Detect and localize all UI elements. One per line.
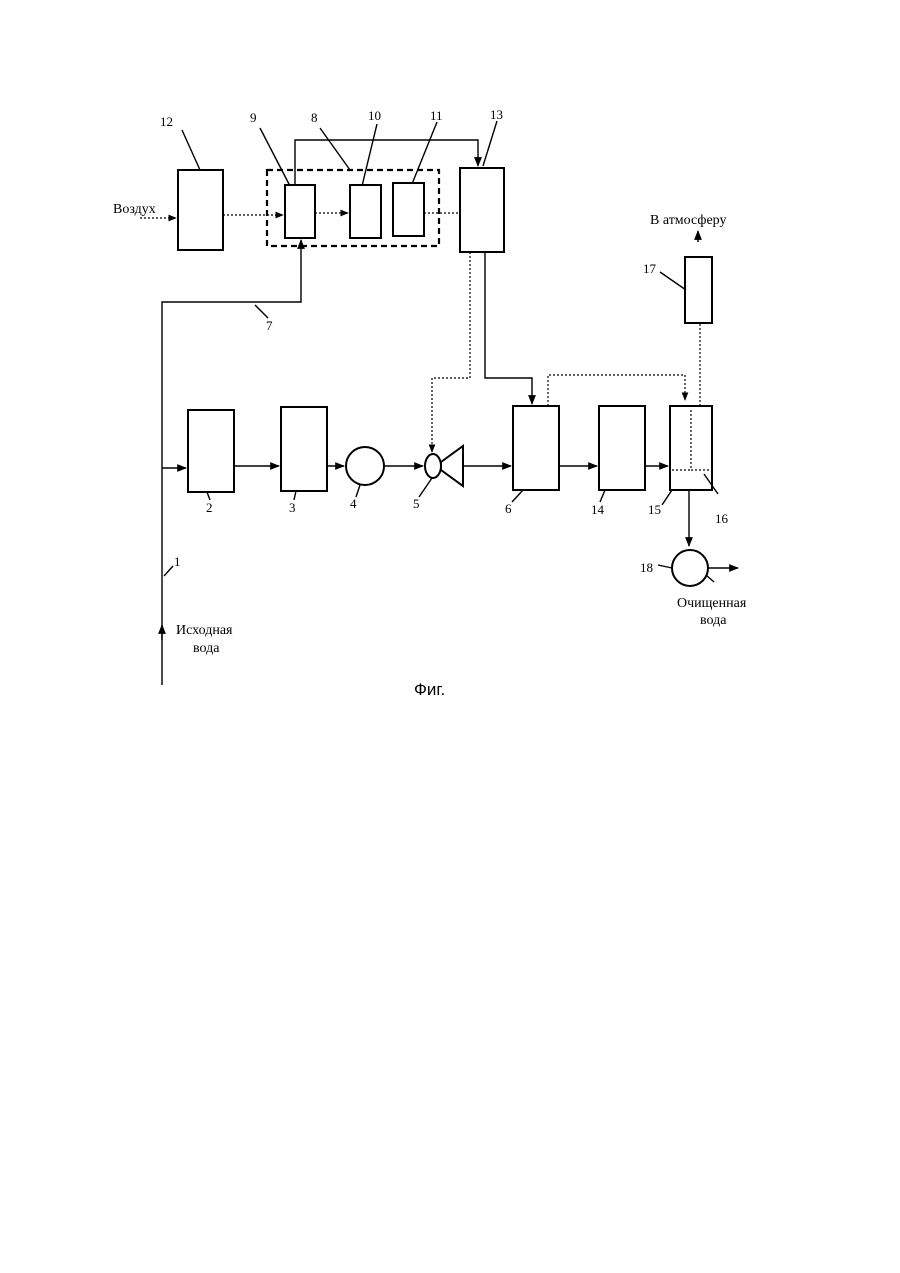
leader-15 (662, 490, 672, 505)
label-14: 14 (591, 502, 605, 517)
pump-18 (672, 550, 708, 586)
label-7: 7 (266, 318, 273, 333)
leader-10 (362, 124, 377, 186)
block-2 (188, 410, 234, 492)
block-12 (178, 170, 223, 250)
source-water-label-line1: Исходная (176, 623, 233, 638)
ejector-5-body (441, 446, 463, 486)
label-4: 4 (350, 496, 357, 511)
leader-17 (660, 272, 686, 290)
line-6-to-15 (548, 375, 685, 406)
leader-7 (255, 305, 268, 318)
air-label: Воздух (113, 202, 156, 217)
block-11 (393, 183, 424, 236)
leader-3 (294, 491, 296, 500)
leader-13 (483, 121, 497, 166)
leader-1 (164, 566, 173, 576)
block-13 (460, 168, 504, 252)
leader-9 (260, 128, 290, 186)
line-13-to-6 (485, 252, 532, 404)
label-8: 8 (311, 110, 318, 125)
atmosphere-label: В атмосферу (650, 213, 727, 228)
pump-4 (346, 447, 384, 485)
block-10 (350, 185, 381, 238)
ejector-5-nozzle (425, 454, 441, 478)
leader-12 (182, 130, 200, 170)
label-18: 18 (640, 560, 653, 575)
clean-water-label-line2: вода (700, 613, 727, 628)
clean-water-outlet-branch (706, 575, 714, 582)
label-17: 17 (643, 261, 657, 276)
source-water-label-line2: вода (193, 641, 220, 656)
label-12: 12 (160, 114, 173, 129)
label-15: 15 (648, 502, 661, 517)
label-16: 16 (715, 511, 729, 526)
leader-14 (600, 490, 605, 502)
block-3 (281, 407, 327, 491)
label-5: 5 (413, 496, 420, 511)
leader-6 (512, 490, 523, 502)
label-10: 10 (368, 108, 381, 123)
label-1: 1 (174, 554, 181, 569)
leader-11 (412, 122, 437, 184)
label-13: 13 (490, 107, 503, 122)
label-2: 2 (206, 500, 213, 515)
clean-water-label-line1: Очищенная (677, 596, 747, 611)
leader-18 (658, 565, 672, 568)
label-11: 11 (430, 108, 443, 123)
line-13-to-5 (432, 252, 470, 452)
label-9: 9 (250, 110, 257, 125)
line-9-to-13-top (295, 140, 478, 185)
leader-5 (419, 478, 432, 497)
label-6: 6 (505, 501, 512, 516)
leader-8 (320, 128, 350, 170)
leader-2 (207, 492, 210, 500)
block-9 (285, 185, 315, 238)
block-6 (513, 406, 559, 490)
label-3: 3 (289, 500, 296, 515)
figure-caption: Фиг. (414, 680, 445, 699)
block-14 (599, 406, 645, 490)
block-17 (685, 257, 712, 323)
leader-4 (356, 485, 360, 497)
